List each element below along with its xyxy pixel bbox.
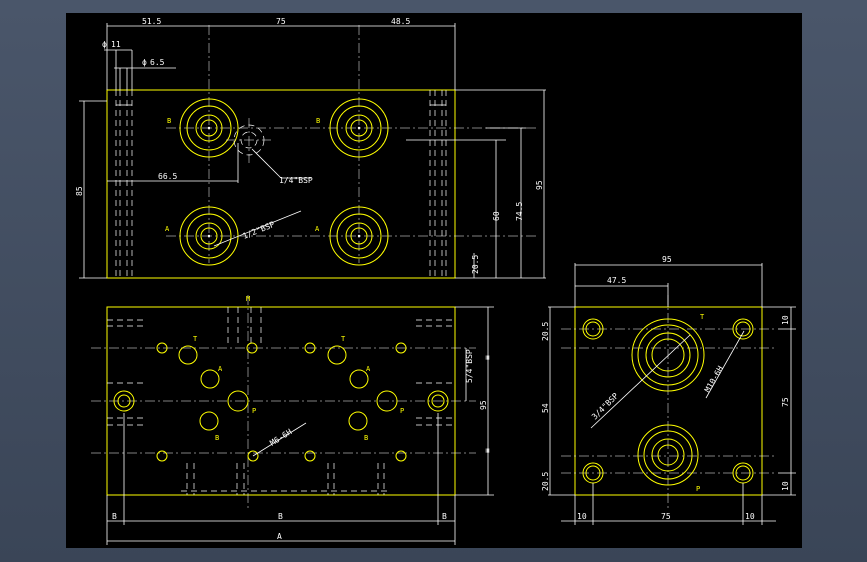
dimension-text: 60 bbox=[492, 211, 501, 221]
cad-drawing: B B A A 1/4"BSP 1/2"BSP 51.5 75 48.5 11 … bbox=[75, 17, 796, 545]
dimension-text: 47.5 bbox=[607, 276, 626, 285]
port-label: P bbox=[252, 407, 256, 415]
port-label: A bbox=[315, 225, 320, 233]
port-label: T bbox=[341, 335, 346, 343]
dimension-text: 6.5 bbox=[150, 58, 165, 67]
front-view: M T A P B T A P B M6-6H 5/4"BSP 95 ≡ ≡ B… bbox=[91, 295, 494, 545]
dimension-text: B bbox=[278, 512, 283, 521]
cad-drawing-canvas: B B A A 1/4"BSP 1/2"BSP 51.5 75 48.5 11 … bbox=[66, 13, 802, 548]
port-label: T bbox=[193, 335, 198, 343]
dimension-text: 20.5 bbox=[541, 472, 550, 491]
dimension-text: 20.5 bbox=[541, 322, 550, 341]
port-circle bbox=[329, 206, 389, 266]
thread-callout: 3/4"BSP bbox=[590, 391, 620, 421]
top-view-outline bbox=[106, 89, 456, 279]
dimension-text: B bbox=[112, 512, 117, 521]
dimension-text: 95 bbox=[479, 400, 488, 410]
dimension-text: 74.5 bbox=[515, 202, 524, 221]
dimension-text: 20.5 bbox=[471, 255, 480, 274]
svg-text:≡: ≡ bbox=[483, 448, 492, 453]
dimension-text: 66.5 bbox=[158, 172, 177, 181]
side-view: T P 3/4"BSP M10-6H 95 47.5 20.5 54 20.5 … bbox=[541, 255, 796, 525]
thread-callout: M10-6H bbox=[703, 364, 725, 394]
dimension-text: 95 bbox=[662, 255, 672, 264]
top-view: B B A A 1/4"BSP 1/2"BSP 51.5 75 48.5 11 … bbox=[75, 17, 546, 279]
dimension-text: 54 bbox=[541, 403, 550, 413]
dimension-text: 75 bbox=[276, 17, 286, 26]
dimension-text: A bbox=[277, 532, 282, 541]
dimension-text: 11 bbox=[111, 40, 121, 49]
dimension-text: 10 bbox=[781, 481, 790, 491]
svg-text:ϕ: ϕ bbox=[102, 40, 107, 49]
dimension-text: 75 bbox=[661, 512, 671, 521]
port-label: A bbox=[165, 225, 170, 233]
dimension-text: 75 bbox=[781, 397, 790, 407]
thread-callout: 1/4"BSP bbox=[279, 176, 313, 185]
port-circle bbox=[329, 98, 389, 158]
port-label: P bbox=[400, 407, 404, 415]
port-label: B bbox=[215, 434, 219, 442]
port-label: B bbox=[316, 117, 320, 125]
thread-callout: 5/4"BSP bbox=[465, 349, 474, 383]
thread-callout: 1/2"BSP bbox=[241, 220, 276, 241]
port-circle bbox=[179, 98, 239, 158]
dimension-text: 48.5 bbox=[391, 17, 410, 26]
port-label: B bbox=[364, 434, 368, 442]
port-label: T bbox=[700, 313, 705, 321]
dimension-text: 85 bbox=[75, 186, 84, 196]
dimension-text: 10 bbox=[577, 512, 587, 521]
svg-text:ϕ: ϕ bbox=[142, 58, 147, 67]
side-view-outline bbox=[574, 306, 763, 496]
port-label: P bbox=[696, 485, 700, 493]
dimension-text: 10 bbox=[745, 512, 755, 521]
port-label: M bbox=[246, 295, 250, 303]
dimension-text: 51.5 bbox=[142, 17, 161, 26]
port-label: B bbox=[167, 117, 171, 125]
svg-text:≡: ≡ bbox=[483, 355, 492, 360]
thread-callout: M6-6H bbox=[268, 427, 293, 447]
dimension-text: 10 bbox=[781, 315, 790, 325]
dimension-text: B bbox=[442, 512, 447, 521]
port-label: A bbox=[218, 365, 223, 373]
dimension-text: 95 bbox=[535, 180, 544, 190]
port-label: A bbox=[366, 365, 371, 373]
